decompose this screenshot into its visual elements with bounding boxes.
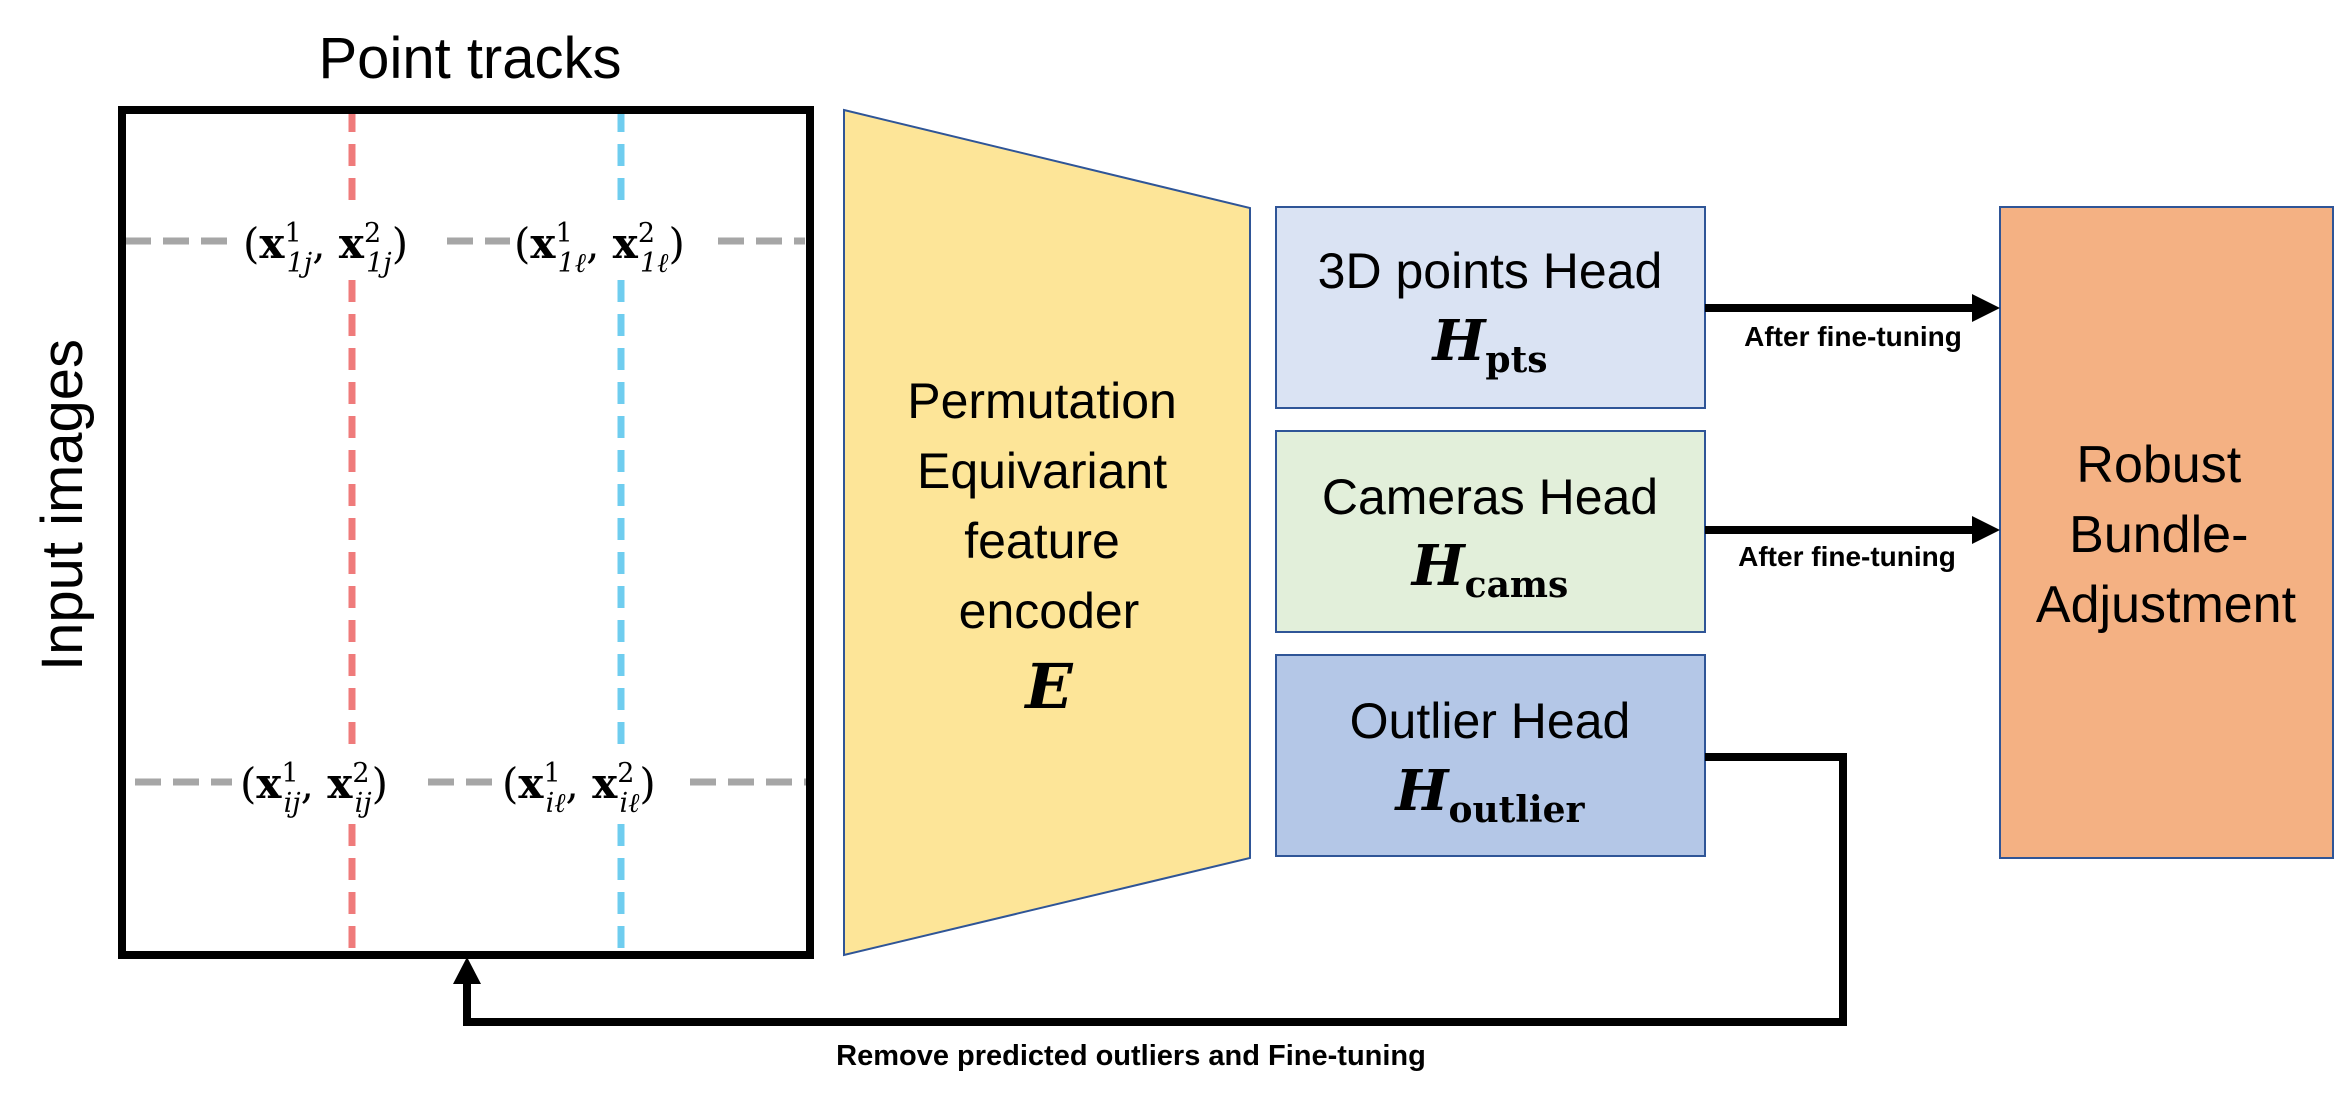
encoder-trapezoid (843, 108, 1251, 957)
encoder-label: Permutation Equivariant feature encoder (907, 373, 1191, 639)
points-arrow-label: After fine-tuning (1744, 321, 1962, 352)
bundle-adjustment-label: Robust Bundle- Adjustment (2036, 436, 2297, 634)
cams-arrow-label: After fine-tuning (1738, 541, 1956, 572)
outlier-head-symbol: Houtlier (1394, 758, 1586, 831)
points-arrowhead (1972, 294, 2000, 322)
points-head-title: 3D points Head (1318, 243, 1663, 299)
cams-head-title: Cameras Head (1322, 469, 1658, 525)
outlier-head-title: Outlier Head (1350, 693, 1631, 749)
point-tracks-title: Point tracks (319, 26, 622, 91)
cams-arrowhead (1972, 516, 2000, 544)
input-images-label: Input images (30, 339, 95, 671)
input-images-frame (118, 106, 814, 959)
bundle-adjustment-box (1999, 206, 2334, 859)
encoder-symbol: E (1023, 650, 1073, 723)
cams-head-symbol: Hcams (1410, 533, 1569, 606)
cams-head-box (1275, 430, 1706, 633)
outlier-feedback-arrow (463, 753, 1847, 1026)
feedback-arrowhead (453, 957, 481, 984)
points-head-symbol: Hpts (1431, 308, 1548, 381)
feedback-arrow-label: Remove predicted outliers and Fine-tunin… (836, 1040, 1426, 1072)
outlier-head-box (1275, 654, 1706, 857)
